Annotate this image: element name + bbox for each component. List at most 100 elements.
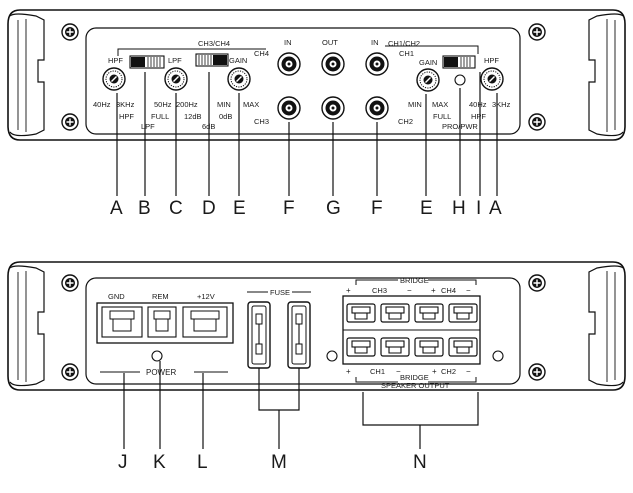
lpf-max: 200Hz (176, 100, 198, 109)
speaker-output-label: SPEAKER OUTPUT (381, 381, 450, 390)
hpf-right-min: 40Hz (469, 100, 487, 109)
lpf-knob[interactable] (164, 67, 188, 91)
switch-left-lpf: LPF (141, 122, 155, 131)
speaker-terminal[interactable] (346, 337, 376, 357)
rca-input-ch4-jack[interactable] (277, 52, 301, 76)
gain-left-label: GAIN (229, 56, 247, 65)
lpf-min: 50Hz (154, 100, 172, 109)
gain-right-max: MAX (432, 100, 448, 109)
rca-in-right-label: IN (371, 38, 379, 47)
speaker-terminal[interactable] (448, 337, 478, 357)
bridge-bottom-label: BRIDGE (400, 373, 429, 382)
mount-screw-icon (528, 23, 546, 41)
gnd-terminal[interactable] (101, 306, 143, 338)
gain-left-max: MAX (243, 100, 259, 109)
callout-l: L (197, 452, 208, 473)
mount-screw-icon (528, 113, 546, 131)
ch4-label: CH4 (441, 286, 456, 295)
gain-left-knob[interactable] (227, 67, 251, 91)
speaker-terminal[interactable] (414, 303, 444, 323)
bottom-callout-letters: J K L M N (118, 452, 427, 473)
ch1-label: CH1 (370, 367, 385, 376)
callout-n: N (413, 452, 427, 473)
plus12v-label: +12V (197, 292, 215, 301)
rca-ch3-label: CH3 (254, 117, 269, 126)
rca-input-ch3-jack[interactable] (277, 96, 301, 120)
bottom-callout-leaders (123, 361, 479, 449)
mount-screw-icon (61, 113, 79, 131)
callout-h: H (452, 198, 466, 219)
ch2-label: CH2 (441, 367, 456, 376)
header-ch3-ch4: CH3/CH4 (198, 39, 230, 48)
speaker-terminal[interactable] (448, 303, 478, 323)
callout-g: G (326, 198, 341, 219)
callout-b: B (138, 198, 151, 219)
bottom-amplifier-panel: GND REM +12V POWER FUSE (7, 261, 626, 473)
fuse-left-icon[interactable] (247, 301, 271, 369)
callout-a-left: A (110, 198, 123, 219)
rem-terminal[interactable] (147, 306, 177, 338)
bass-boost-0db: 0dB (219, 112, 232, 121)
ch4-plus-sign: + (431, 286, 436, 295)
mount-screw-icon (528, 274, 546, 292)
callout-d: D (202, 198, 216, 219)
bottom-right-heatsink (588, 265, 624, 387)
speaker-terminal[interactable] (346, 303, 376, 323)
speaker-terminal-block (342, 295, 481, 365)
callout-f-left: F (283, 198, 295, 219)
top-callout-letters: A B C D E F G F E H I A (110, 198, 502, 219)
speaker-terminal[interactable] (380, 337, 410, 357)
switch-right-full: FULL (433, 112, 451, 121)
rca-ch1-label: CH1 (399, 49, 414, 58)
bridge-top-label: BRIDGE (400, 276, 429, 285)
mount-screw-icon (61, 23, 79, 41)
indicator-hole-icon (492, 350, 504, 362)
hpf-left-max: 3KHz (116, 100, 135, 109)
ch1-plus-sign: + (346, 367, 351, 376)
crossover-switch-left[interactable] (129, 55, 165, 69)
power-led-icon (454, 74, 466, 86)
rca-ch4-label: CH4 (254, 49, 269, 58)
gain-left-min: MIN (217, 100, 231, 109)
gnd-label: GND (108, 292, 125, 301)
hpf-right-max: 3KHz (492, 100, 511, 109)
fuse-right-icon[interactable] (287, 301, 311, 369)
speaker-terminal[interactable] (414, 337, 444, 357)
speaker-terminal[interactable] (380, 303, 410, 323)
rca-output-jack[interactable] (321, 52, 345, 76)
callout-i: I (476, 198, 481, 219)
power-led-icon (151, 350, 163, 362)
switch-left-full: FULL (151, 112, 169, 121)
callout-f-right: F (371, 198, 383, 219)
rca-input-ch2-jack[interactable] (365, 96, 389, 120)
hpf-right-knob[interactable] (480, 67, 504, 91)
hpf-left-label: HPF (108, 56, 123, 65)
callout-k: K (153, 452, 166, 473)
top-right-heatsink (588, 13, 624, 137)
plus12v-terminal[interactable] (182, 306, 228, 338)
crossover-switch-right[interactable] (442, 55, 476, 69)
gain-right-knob[interactable] (416, 68, 440, 92)
mount-screw-icon (61, 274, 79, 292)
mount-screw-icon (61, 363, 79, 381)
bass-boost-switch[interactable] (195, 53, 229, 67)
top-control-face (85, 27, 521, 135)
hpf-left-min: 40Hz (93, 100, 111, 109)
lpf-label: LPF (168, 56, 182, 65)
callout-m: M (271, 452, 287, 473)
hpf-left-knob[interactable] (102, 67, 126, 91)
callout-a-right: A (489, 198, 502, 219)
ch4-minus-sign: − (466, 286, 471, 295)
ch2-minus-sign: − (466, 367, 471, 376)
gain-right-min: MIN (408, 100, 422, 109)
power-label: POWER (146, 368, 176, 377)
ch2-plus-sign: + (432, 367, 437, 376)
rca-input-ch1-jack[interactable] (365, 52, 389, 76)
rca-out-label: OUT (322, 38, 338, 47)
rca-in-left-label: IN (284, 38, 292, 47)
bass-boost-12db: 12dB (184, 112, 202, 121)
callout-e-right: E (420, 198, 433, 219)
bottom-left-heatsink (9, 265, 45, 387)
rca-output-jack[interactable] (321, 96, 345, 120)
